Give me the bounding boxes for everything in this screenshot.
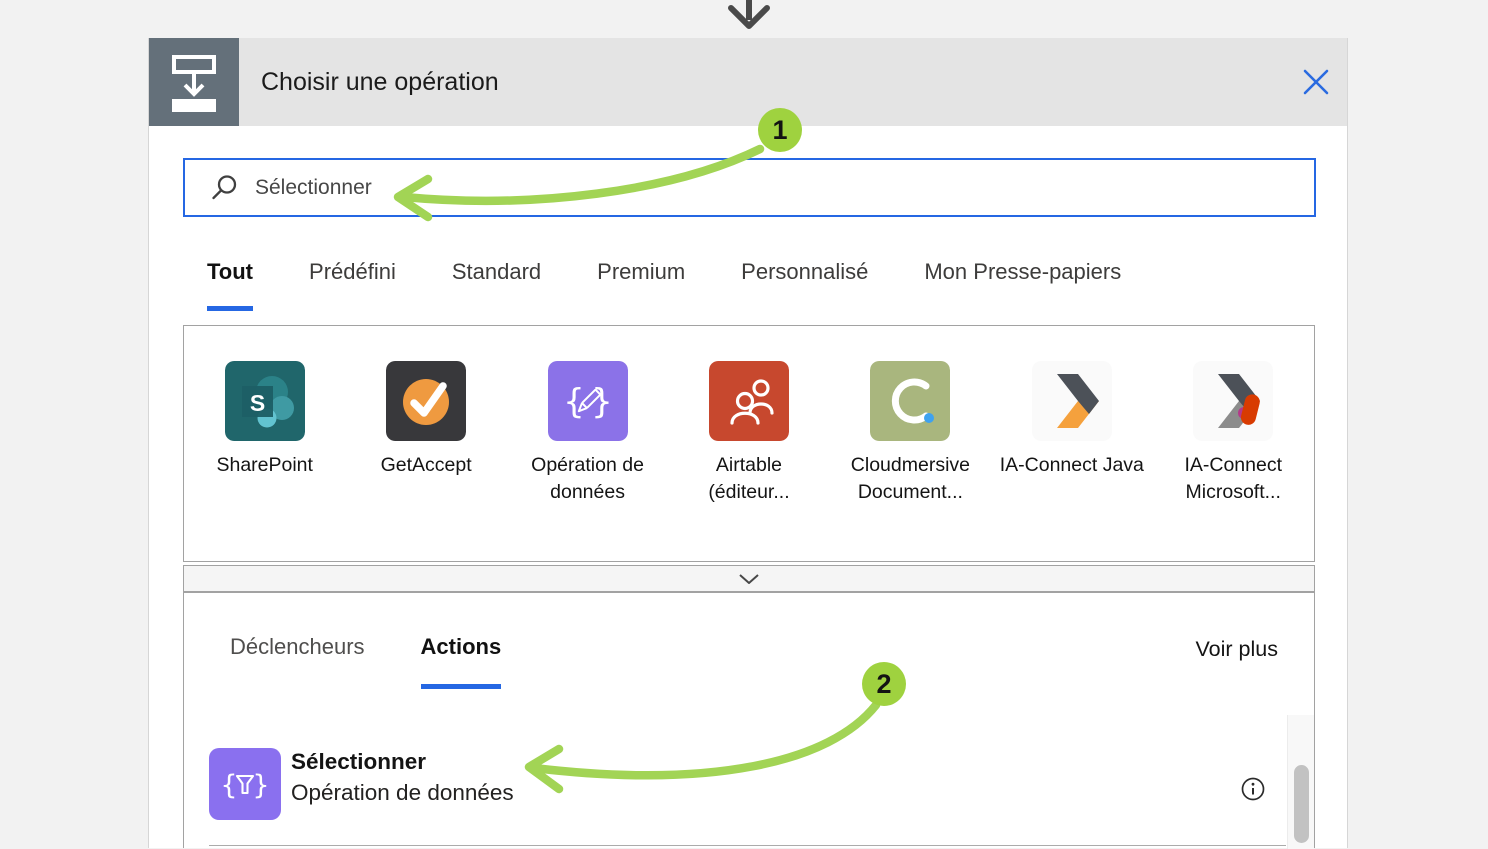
connector-grid: S SharePoint GetAccept { } Opérat bbox=[183, 325, 1315, 562]
action-item-title: Sélectionner bbox=[291, 749, 427, 774]
see-more-link[interactable]: Voir plus bbox=[1195, 637, 1278, 661]
scrollbar-thumb[interactable] bbox=[1294, 765, 1309, 843]
airtable-icon bbox=[708, 361, 789, 441]
tab-personnalise[interactable]: Personnalisé bbox=[741, 259, 869, 284]
close-icon bbox=[1303, 69, 1329, 95]
flow-down-arrow-icon bbox=[728, 0, 770, 29]
svg-text:S: S bbox=[250, 390, 265, 416]
category-tabs: Tout Prédéfini Standard Premium Personna… bbox=[207, 259, 1121, 311]
connector-data-operation[interactable]: { } Opération de données bbox=[507, 361, 668, 561]
section-tabs: Déclencheurs Actions bbox=[230, 634, 502, 689]
svg-text:{: { bbox=[563, 382, 585, 422]
svg-text:}: } bbox=[591, 382, 613, 422]
connector-getaccept[interactable]: GetAccept bbox=[345, 361, 506, 561]
choose-operation-dialog: Choisir une opération Tout Prédéfini Sta… bbox=[148, 38, 1348, 849]
data-operation-icon: { } bbox=[547, 361, 628, 441]
dialog-header: Choisir une opération bbox=[149, 38, 1347, 126]
chevron-down-icon bbox=[739, 573, 759, 584]
getaccept-icon bbox=[386, 361, 467, 441]
connector-cloudmersive[interactable]: Cloudmersive Document... bbox=[830, 361, 991, 561]
action-item-selectionner[interactable]: { } Sélectionner Opération de données bbox=[209, 748, 1229, 838]
search-icon bbox=[212, 175, 237, 200]
svg-text:}: } bbox=[252, 770, 269, 801]
list-item-divider bbox=[209, 845, 1286, 846]
info-icon bbox=[1241, 777, 1265, 801]
close-button[interactable] bbox=[1295, 61, 1337, 103]
operations-panel: Déclencheurs Actions Voir plus { } Sélec… bbox=[183, 592, 1315, 849]
tab-mon-presse-papiers[interactable]: Mon Presse-papiers bbox=[924, 259, 1122, 284]
info-button[interactable] bbox=[1241, 777, 1265, 801]
search-box bbox=[183, 158, 1316, 217]
tab-actions[interactable]: Actions bbox=[420, 634, 502, 689]
ia-connect-java-icon bbox=[1031, 361, 1112, 441]
tab-declencheurs[interactable]: Déclencheurs bbox=[230, 634, 365, 659]
cloudmersive-icon bbox=[870, 361, 951, 441]
tab-premium[interactable]: Premium bbox=[597, 259, 686, 284]
connector-ia-connect-java[interactable]: IA-Connect Java bbox=[991, 361, 1152, 561]
svg-text:{: { bbox=[220, 770, 237, 801]
sharepoint-icon: S bbox=[224, 361, 305, 441]
scrollbar-track[interactable] bbox=[1287, 715, 1314, 849]
tab-predefini[interactable]: Prédéfini bbox=[309, 259, 396, 284]
connector-sharepoint[interactable]: S SharePoint bbox=[184, 361, 345, 561]
dialog-title: Choisir une opération bbox=[261, 67, 499, 96]
tab-tout[interactable]: Tout bbox=[207, 259, 254, 311]
select-operation-icon: { } bbox=[209, 748, 281, 820]
ia-connect-microsoft-icon bbox=[1193, 361, 1274, 441]
action-item-subtitle: Opération de données bbox=[291, 780, 514, 805]
connector-ia-connect-microsoft[interactable]: IA-Connect Microsoft... bbox=[1153, 361, 1314, 561]
operation-shape-icon bbox=[149, 38, 239, 126]
search-input[interactable] bbox=[255, 175, 1314, 200]
expand-connectors-bar[interactable] bbox=[183, 565, 1315, 592]
tab-standard[interactable]: Standard bbox=[451, 259, 542, 284]
connector-airtable[interactable]: Airtable (éditeur... bbox=[668, 361, 829, 561]
